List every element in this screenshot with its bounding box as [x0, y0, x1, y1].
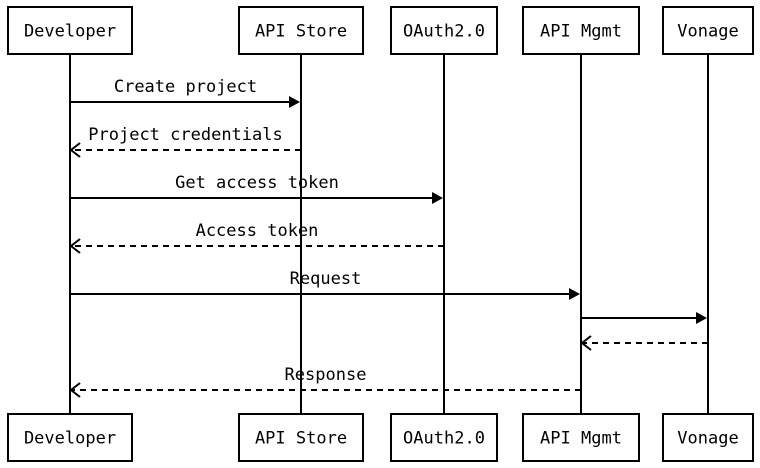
participant-box-dev-bottom: Developer [7, 413, 133, 462]
participant-box-frame [662, 413, 754, 462]
message-label: Get access token [175, 173, 339, 193]
message-label: Project credentials [88, 125, 282, 145]
participant-box-store-top: API Store [238, 6, 364, 55]
participant-label: Vonage [677, 429, 738, 449]
participant-box-frame [390, 6, 498, 55]
message-4: Access token [69, 221, 444, 254]
participant-label: API Mgmt [540, 22, 622, 42]
participant-box-frame [522, 413, 640, 462]
open-arrowhead-icon [580, 335, 592, 351]
message-3: Get access token [70, 173, 443, 204]
filled-arrowhead-icon [289, 96, 300, 108]
participant-boxes-top: Developer API Store OAuth2.0 API Mgmt Vonage [7, 6, 754, 55]
participant-box-frame [7, 413, 133, 462]
message-5: Request [70, 269, 580, 300]
participant-box-frame [390, 413, 498, 462]
participant-label: Developer [24, 429, 116, 449]
participant-box-frame [238, 413, 364, 462]
participant-box-vonage-bottom: Vonage [662, 413, 754, 462]
participant-box-mgmt-top: API Mgmt [522, 6, 640, 55]
filled-arrowhead-icon [569, 288, 580, 300]
message-8: Response [69, 365, 581, 398]
participant-box-frame [7, 6, 133, 55]
open-arrowhead-icon [69, 382, 81, 398]
message-7 [580, 335, 708, 351]
participant-box-oauth-top: OAuth2.0 [390, 6, 498, 55]
participant-label: Vonage [677, 22, 738, 42]
participant-box-dev-top: Developer [7, 6, 133, 55]
message-label: Response [285, 365, 367, 385]
participant-boxes-bottom: Developer API Store OAuth2.0 API Mgmt Vonage [7, 413, 754, 462]
participant-box-vonage-top: Vonage [662, 6, 754, 55]
participant-label: OAuth2.0 [403, 429, 485, 449]
participant-label: API Mgmt [540, 429, 622, 449]
filled-arrowhead-icon [432, 192, 443, 204]
participant-box-frame [238, 6, 364, 55]
participant-box-oauth-bottom: OAuth2.0 [390, 413, 498, 462]
participant-box-frame [662, 6, 754, 55]
open-arrowhead-icon [69, 142, 81, 158]
participant-label: API Store [255, 429, 347, 449]
message-2: Project credentials [69, 125, 301, 158]
filled-arrowhead-icon [696, 312, 707, 324]
participant-label: OAuth2.0 [403, 22, 485, 42]
message-label: Request [290, 269, 362, 289]
participant-box-mgmt-bottom: API Mgmt [522, 413, 640, 462]
participant-label: Developer [24, 22, 116, 42]
message-6 [581, 312, 707, 324]
message-label: Create project [114, 77, 257, 97]
lifelines [69, 54, 709, 414]
participant-label: API Store [255, 22, 347, 42]
message-label: Access token [196, 221, 319, 241]
message-1: Create project [70, 77, 300, 108]
participant-box-store-bottom: API Store [238, 413, 364, 462]
participant-box-frame [522, 6, 640, 55]
open-arrowhead-icon [69, 238, 81, 254]
